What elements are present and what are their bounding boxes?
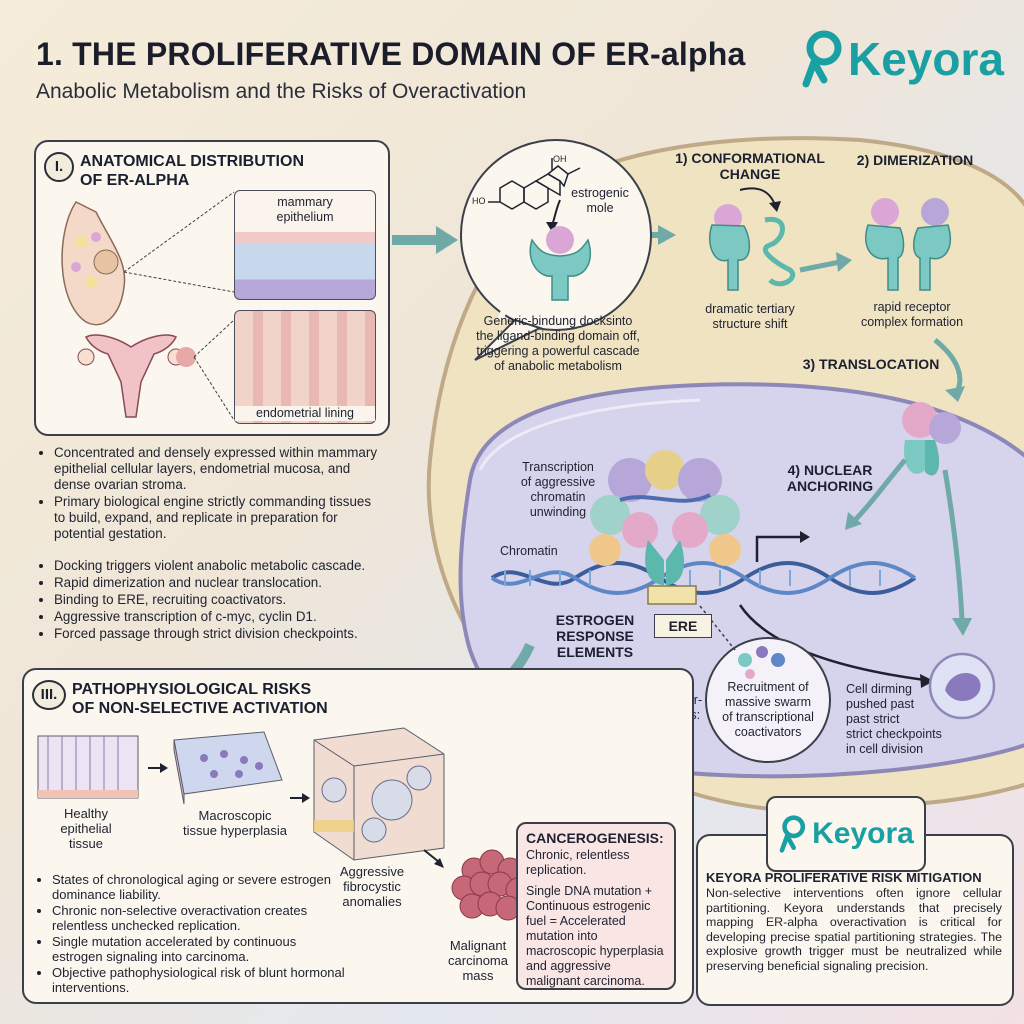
bullet-upper-2: Primary biological engine strictly comma… — [54, 494, 385, 542]
endometrial-tissue: endometrial lining — [234, 310, 376, 424]
fibrocystic-tissue — [313, 727, 445, 861]
page-title: 1. THE PROLIFERATIVE DOMAIN OF ER-alpha — [36, 36, 746, 72]
bullet-lower-1: Docking triggers violent anabolic metabo… — [54, 558, 400, 574]
anatomy-illustration — [61, 191, 235, 421]
stage-carcinoma-label: Malignant carcinoma mass — [448, 938, 508, 983]
coactivator-circle — [705, 637, 831, 763]
transcription-top-label: Transcription of aggressive chromatin un… — [520, 460, 596, 519]
mitigation-logo: Keyora — [766, 796, 926, 872]
step2-title: 2) DIMERIZATION — [856, 152, 974, 168]
binding-caption: Generic-bindung docksinto the ligand-bin… — [476, 314, 640, 373]
receptor-complex — [589, 450, 741, 585]
mammary-label: mammary epithelium — [276, 195, 334, 224]
risk-bullet-1: States of chronological aging or severe … — [52, 872, 348, 902]
step3-title: 3) TRANSLOCATION — [802, 356, 940, 372]
cancerogenesis-box: CANCEROGENESIS: Chronic, relentless repl… — [516, 822, 676, 990]
section3-numeral: III. — [32, 680, 66, 710]
cell-division-label: Cell dirming pushed past past strict str… — [846, 682, 942, 756]
ere-box: ERE — [654, 614, 712, 638]
risk-bullet-3: Single mutation accelerated by continuou… — [52, 934, 348, 964]
section3-heading: III. PATHOPHYSIOLOGICAL RISKS OF NON-SEL… — [32, 680, 432, 718]
cancerogenesis-title: CANCEROGENESIS: — [526, 830, 664, 846]
stage-healthy-label: Healthy epithelial tissue — [60, 806, 112, 851]
step4-title: 4) NUCLEAR ANCHORING — [786, 462, 874, 494]
mitigation-body: Non-selective interventions often ignore… — [706, 886, 1002, 973]
hyperplasia-tissue — [173, 731, 283, 805]
key-icon — [802, 30, 842, 88]
ere-full-label: ESTROGEN RESPONSE ELEMENTS — [555, 612, 635, 660]
bullet-lower-4: Aggressive transcription of c-myc, cycli… — [54, 609, 400, 625]
translocating-receptor — [902, 402, 961, 476]
step1-title: 1) CONFORMATIONAL CHANGE — [675, 150, 825, 182]
stage-fibrocystic-label: Aggressive fibrocystic anomalies — [339, 864, 405, 909]
mammary-tissue: mammary epithelium — [234, 190, 376, 300]
risk-bullet-4: Objective pathophysiological risk of blu… — [52, 965, 348, 995]
bullet-lower-2: Rapid dimerization and nuclear transloca… — [54, 575, 400, 591]
brand-name: Keyora — [848, 33, 1004, 85]
molecule-label: estrogenic mole — [571, 186, 629, 215]
section1-numeral: I. — [44, 152, 74, 182]
page-subtitle: Anabolic Metabolism and the Risks of Ove… — [36, 80, 527, 103]
section1-heading: I. ANATOMICAL DISTRIBUTION OF ER-alpha — [44, 152, 374, 190]
bullet-lower-3: Binding to ERE, recruiting coactivators. — [54, 592, 400, 608]
mitigation-panel: KEYORA PROLIFERATIVE RISK MITIGATION Non… — [696, 834, 1014, 1006]
bullets-lower: Docking triggers violent anabolic metabo… — [40, 558, 400, 643]
conformational-receptor — [708, 204, 795, 291]
healthy-tissue — [37, 735, 139, 799]
risk-bullet-2: Chronic non-selective overactivation cre… — [52, 903, 348, 933]
chromatin-label: Chromatin — [500, 544, 558, 558]
key-icon-small — [779, 815, 806, 853]
binding-receptor — [529, 226, 591, 301]
section3-bullets: States of chronological aging or severe … — [38, 872, 348, 996]
cancerogenesis-line1: Chronic, relentless replication. — [526, 848, 630, 877]
cancerogenesis-line2: Single DNA mutation + Continuous estroge… — [526, 884, 664, 988]
dimer-receptor — [865, 198, 951, 291]
endometrial-label: endometrial lining — [235, 406, 375, 421]
bullet-upper-1: Concentrated and densely expressed withi… — [54, 445, 385, 493]
section-risks-panel: III. PATHOPHYSIOLOGICAL RISKS OF NON-SEL… — [22, 668, 694, 1004]
ere-segment — [647, 585, 697, 605]
brand-logo: Keyora — [800, 28, 1004, 90]
coactivator-blobs — [738, 646, 785, 679]
molecule-ho: HO — [472, 196, 486, 206]
bullets-upper: Concentrated and densely expressed withi… — [40, 445, 385, 543]
mitigation-title: KEYORA PROLIFERATIVE RISK MITIGATION — [706, 870, 982, 885]
recruitment-label: Recruitment of massive swarm of transcri… — [722, 680, 814, 739]
mitigation-brand: Keyora — [812, 817, 914, 850]
estrogen-molecule — [488, 158, 581, 210]
pathology-illustration — [37, 727, 531, 921]
section-anatomical-panel: I. ANATOMICAL DISTRIBUTION OF ER-alpha m… — [34, 140, 390, 436]
bullet-lower-5: Forced passage through strict division c… — [54, 626, 400, 642]
stage-hyperplasia-label: Macroscopic tissue hyperplasia — [182, 808, 288, 838]
step2-caption: rapid receptor complex formation — [860, 300, 964, 329]
step1-caption: dramatic tertiary structure shift — [705, 302, 795, 331]
